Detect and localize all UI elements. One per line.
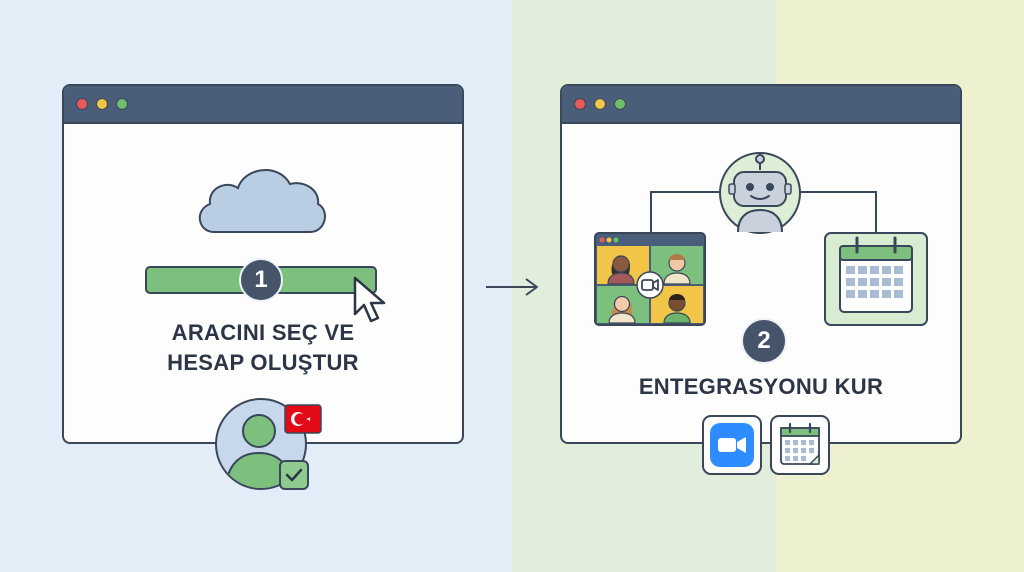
window-minimize-dot — [594, 98, 606, 110]
zoom-app-icon — [702, 415, 762, 475]
step1-window — [62, 84, 464, 444]
video-conference-icon — [594, 232, 706, 326]
cloud-icon — [199, 169, 326, 233]
calendar-icon — [824, 232, 928, 326]
step2-window-titlebar — [562, 86, 960, 124]
step1-title-line2: HESAP OLUŞTUR — [167, 350, 359, 375]
step1-title: ARACINI SEÇ VE HESAP OLUŞTUR — [130, 318, 396, 378]
arrow-right-icon — [486, 278, 538, 296]
window-maximize-dot — [116, 98, 128, 110]
step1-number-badge: 1 — [239, 258, 283, 302]
integration-connectors — [650, 191, 877, 233]
checkmark-icon — [279, 460, 309, 490]
window-minimize-dot — [96, 98, 108, 110]
step2-number-badge: 2 — [741, 318, 787, 364]
window-close-dot — [574, 98, 586, 110]
step1-title-line1: ARACINI SEÇ VE — [171, 320, 355, 345]
step1-window-titlebar — [64, 86, 462, 124]
window-close-dot — [76, 98, 88, 110]
turkey-flag-icon — [284, 404, 322, 434]
step2-title: ENTEGRASYONU KUR — [638, 374, 884, 399]
calendar-app-icon — [770, 415, 830, 475]
window-maximize-dot — [614, 98, 626, 110]
cursor-arrow-icon — [353, 276, 386, 323]
robot-icon — [719, 152, 801, 234]
